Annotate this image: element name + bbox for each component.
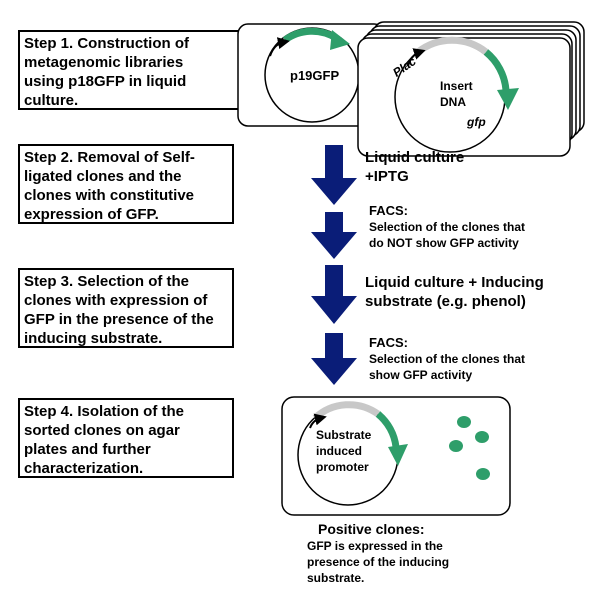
facs-2-title: FACS: [369, 335, 408, 350]
insert-dna-arc [415, 36, 489, 55]
colony-dot [449, 440, 463, 452]
process-arrow-4 [311, 333, 357, 385]
substrate-promoter-arc [312, 401, 381, 421]
liquid-culture-iptg-label: Liquid culture +IPTG [365, 149, 465, 185]
p19gfp-gfp-arc [282, 27, 338, 43]
process-arrow-3 [311, 265, 357, 324]
substrate-promoter-label: Substrate induced promoter [316, 428, 372, 474]
positive-clones-description: GFP is expressed in the presence of the … [307, 539, 450, 585]
insert-dna-label: Insert DNA [440, 79, 473, 109]
p19gfp-label: p19GFP [290, 68, 339, 83]
p19gfp-gfp-arrowhead [330, 30, 350, 50]
process-arrow-1 [311, 145, 357, 205]
step-2-box: Step 2. Removal of Self- ligated clones … [18, 144, 234, 224]
p19gfp-promoter-arrow [269, 37, 290, 57]
step-1-box: Step 1. Construction of metagenomic libr… [18, 30, 246, 110]
colony-dot [457, 416, 471, 428]
positive-gfp-arc [375, 411, 400, 448]
plac-promoter-arrow [407, 48, 426, 67]
facs-1-title: FACS: [369, 203, 408, 218]
library-gfp-arc [483, 49, 510, 91]
facs-2-description: Selection of the clones that show GFP ac… [369, 352, 526, 382]
liquid-culture-substrate-label: Liquid culture + Inducing substrate (e.g… [365, 274, 544, 310]
gfp-label: gfp [466, 115, 486, 129]
step-3-box: Step 3. Selection of the clones with exp… [18, 268, 234, 348]
substrate-promoter-arrow [309, 413, 327, 429]
positive-gfp-arrowhead [388, 444, 408, 466]
step-4-box: Step 4. Isolation of the sorted clones o… [18, 398, 234, 478]
facs-1-description: Selection of the clones that do NOT show… [369, 220, 526, 250]
colony-dot [475, 431, 489, 443]
library-gfp-arrowhead [497, 88, 519, 110]
positive-clones-title: Positive clones: [318, 521, 425, 537]
process-arrow-2 [311, 212, 357, 259]
colony-dot [476, 468, 490, 480]
